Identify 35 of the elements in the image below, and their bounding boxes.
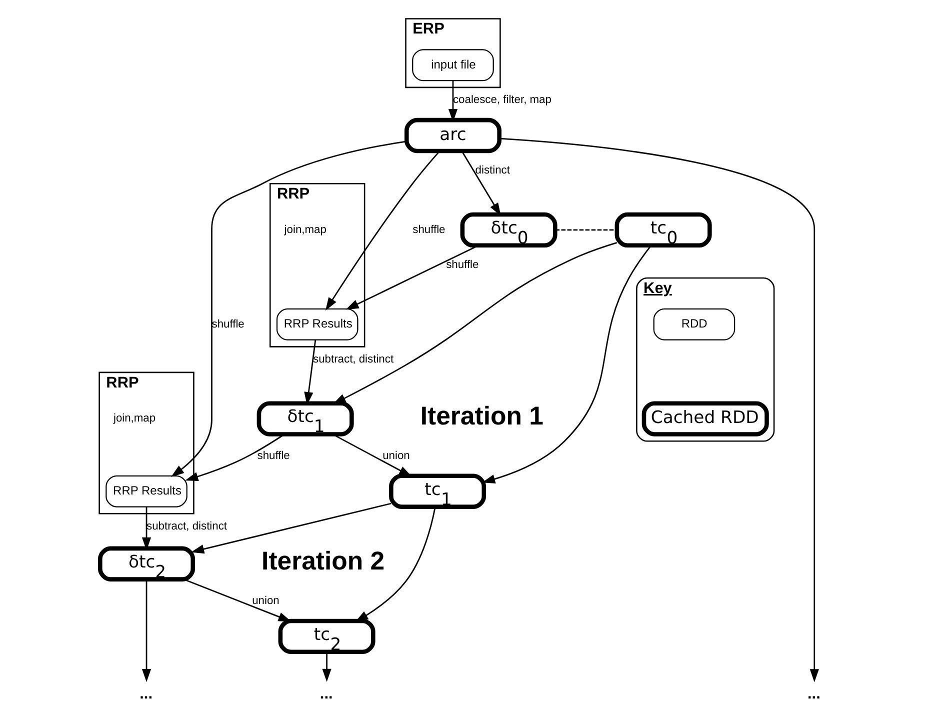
arrow	[191, 502, 392, 554]
label: Iteration 1	[420, 402, 544, 430]
node-text: ...	[808, 686, 820, 703]
arrow	[171, 140, 407, 477]
arrow	[332, 242, 618, 404]
edge-label: distinct	[475, 164, 510, 177]
arrow	[346, 244, 479, 310]
arrow	[185, 434, 285, 481]
node-text: ...	[320, 686, 333, 703]
arrow	[482, 245, 652, 484]
arrow	[184, 578, 292, 622]
label: Iteration 2	[262, 547, 385, 576]
edge-label: union	[382, 450, 410, 462]
label: join,map	[113, 412, 156, 425]
label: join,map	[284, 224, 326, 236]
node-box: arc	[404, 118, 502, 154]
node-text: ...	[140, 686, 153, 703]
node-box: Cached RDD	[642, 401, 769, 436]
edge-label: shuffle	[257, 450, 290, 462]
arrow	[499, 138, 819, 682]
connector	[555, 229, 617, 231]
node-box: RRP Results	[106, 475, 188, 508]
node-box: RDD	[653, 308, 736, 340]
edge-label: subtract, distinct	[146, 520, 228, 532]
node-box: input file	[412, 49, 494, 82]
arrow	[355, 506, 436, 622]
arrow	[322, 652, 332, 682]
edge-label: coalesce, filter, map	[452, 94, 552, 106]
arrow	[142, 579, 152, 682]
arrow	[325, 150, 440, 311]
edge-label: shuffle	[446, 259, 479, 272]
node-box: RRP Results	[276, 308, 358, 340]
edge-label: union	[252, 595, 280, 608]
edge-label: shuffle	[412, 224, 446, 236]
arrow	[332, 434, 412, 477]
